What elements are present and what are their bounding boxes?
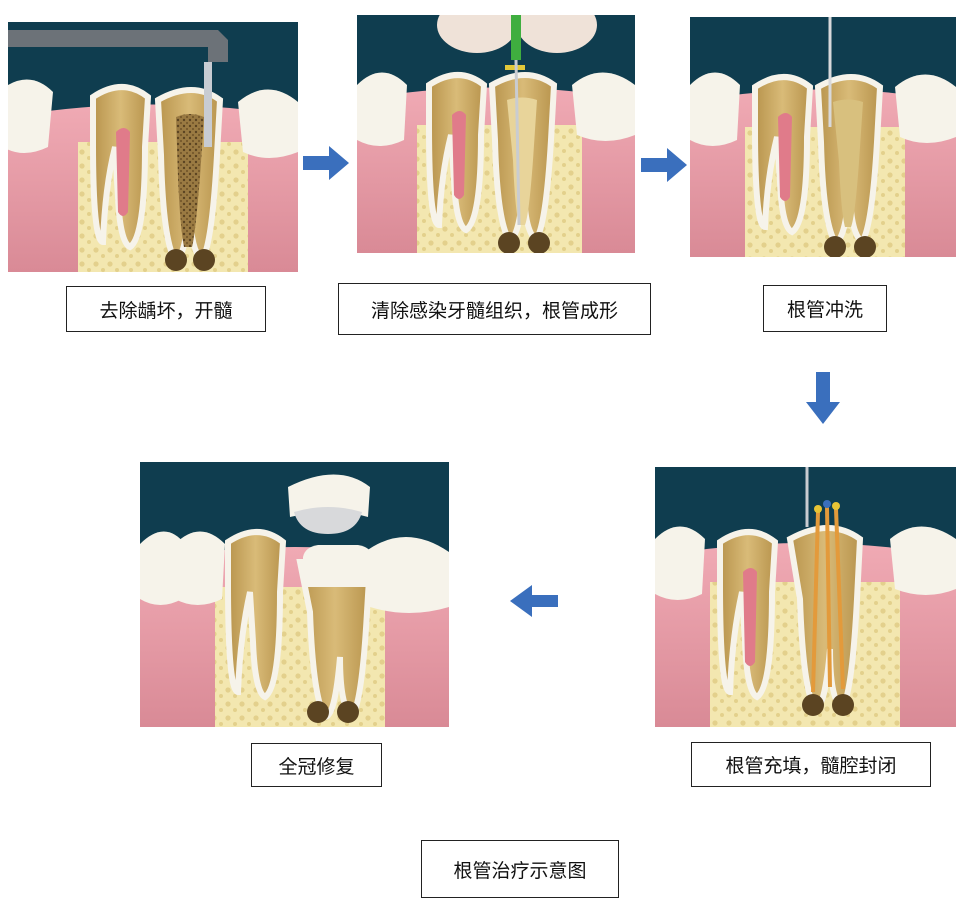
arrow-down-icon [806,372,840,424]
panel-step-5-illustration [140,462,449,727]
arrow-right-icon [641,148,687,182]
step-5-label: 全冠修复 [251,743,382,787]
diagram-title: 根管治疗示意图 [421,840,619,898]
panel-step-1-illustration [8,22,298,272]
step-2-label: 清除感染牙髓组织，根管成形 [338,283,651,335]
step-1-label: 去除龋坏，开髓 [66,286,266,332]
panel-step-2-illustration [357,15,635,253]
arrow-left-icon [510,585,558,617]
panel-step-3-illustration [690,17,956,257]
step-3-label: 根管冲洗 [763,285,887,332]
panel-step-4-illustration [655,467,956,727]
step-4-label: 根管充填，髓腔封闭 [691,742,931,787]
arrow-right-icon [303,146,349,180]
